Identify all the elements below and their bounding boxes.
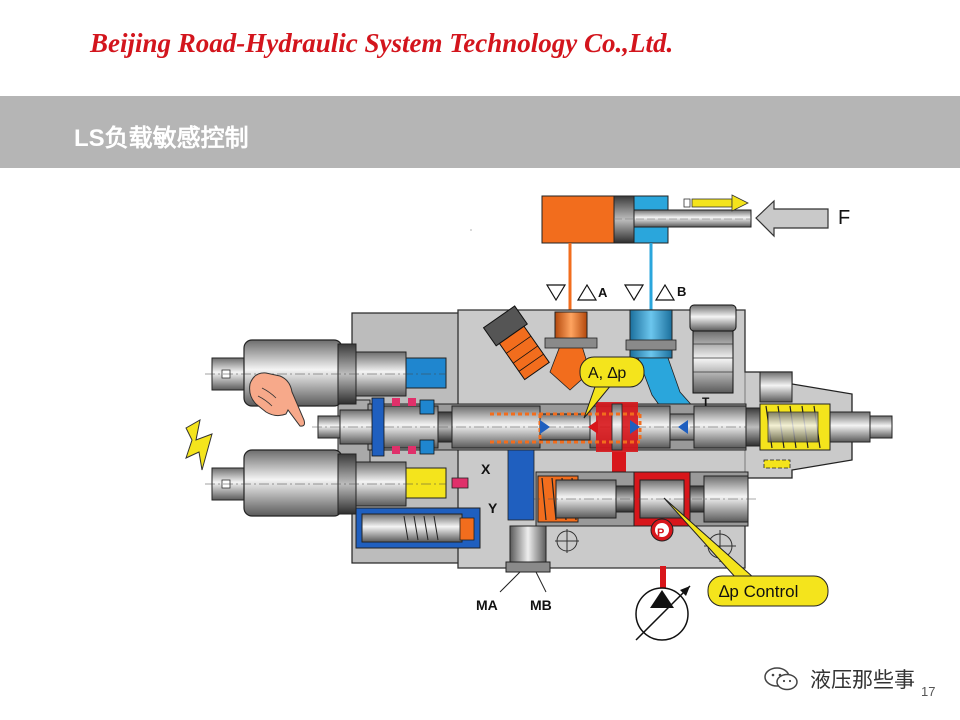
watermark-text: 液压那些事 [810,668,915,692]
port-y-label: Y [488,500,498,516]
cylinder-chamber-a [541,195,615,244]
wechat-icon [764,667,798,691]
callout-dp-control [663,497,829,607]
gauge-mb-label: MB [530,597,552,613]
page-number: 17 [921,684,936,699]
title-band [0,96,960,168]
pilot-chambers [371,397,435,457]
port-p-label: P [657,527,664,539]
solenoid-lower [205,449,447,517]
cylinder-piston [613,195,635,244]
electric-signal-icon [185,419,213,471]
callout-a-dp [579,356,645,419]
port-a-cavity [544,311,598,391]
callout-a-dp-label: A, ∆p [588,365,626,382]
slide-title: LS负载敏感控制 [74,118,249,153]
flow-arrows [540,420,688,434]
title-text: 负载敏感控制 [104,124,249,152]
watermark: 液压那些事 [762,664,932,694]
spring-end-cap [745,371,893,469]
port-x-label: X [481,461,491,477]
callout-dp-control-label: ∆p Control [719,582,798,601]
pointing-hand-icon [249,372,305,427]
shock-valve-a [482,305,550,381]
pump-port [650,518,674,542]
compensator-spool [530,471,756,527]
gauge-port-block [499,449,551,593]
pilot-relief-valve [355,477,481,549]
title-prefix: LS [74,125,105,152]
force-label: F [838,207,850,229]
port-t-label: T [702,395,710,409]
external-force-arrow [755,199,829,238]
piston-rod [633,209,752,228]
port-b-symbols [623,283,676,302]
gauge-ma-label: MA [476,597,498,613]
hydraulic-cylinder [541,195,752,244]
variable-pump-icon [635,585,691,641]
company-name: Beijing Road-Hydraulic System Technology… [90,28,674,58]
pump-supply-line [660,566,666,592]
port-a-symbols [545,283,598,302]
port-a-label: A [598,285,608,300]
shock-valve-b [689,304,737,394]
rod-motion-arrow [683,194,749,212]
port-b-label: B [677,284,686,299]
